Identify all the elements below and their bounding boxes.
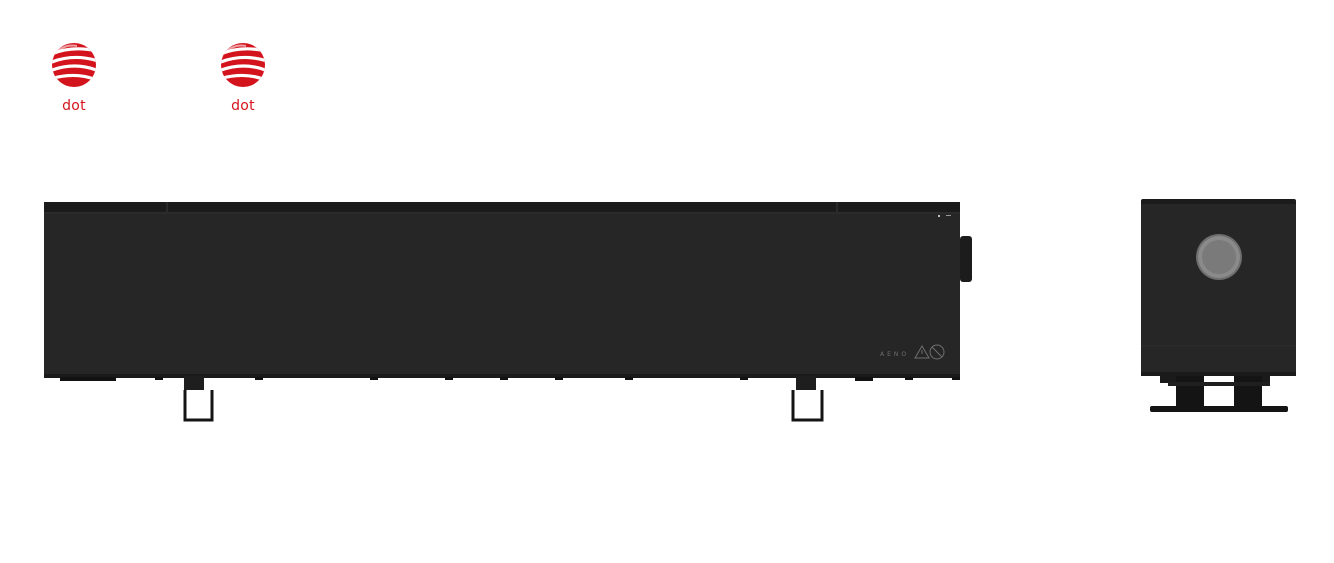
red-dot-award-icon (221, 43, 265, 87)
warning-triangle-icon (914, 345, 930, 359)
red-dot-award-icon (52, 43, 96, 87)
heater-side-view: AENO (40, 198, 980, 433)
red-dot-award-2: dot (208, 42, 278, 122)
award-label: dot (231, 98, 255, 114)
knob-stub (960, 236, 972, 282)
red-dot-award-1: dot (39, 42, 109, 122)
do-not-cover-icon (929, 344, 945, 360)
award-label: dot (62, 98, 86, 114)
heater-body (44, 212, 960, 376)
heater-foot-left (183, 376, 214, 422)
control-knob-icon (1196, 234, 1242, 280)
heater-foot-right (791, 376, 824, 422)
heater-front-view (1138, 196, 1300, 425)
heater-top-edge (44, 202, 960, 214)
front-body (1141, 204, 1296, 376)
heater-brand-marking: AENO (880, 351, 909, 358)
